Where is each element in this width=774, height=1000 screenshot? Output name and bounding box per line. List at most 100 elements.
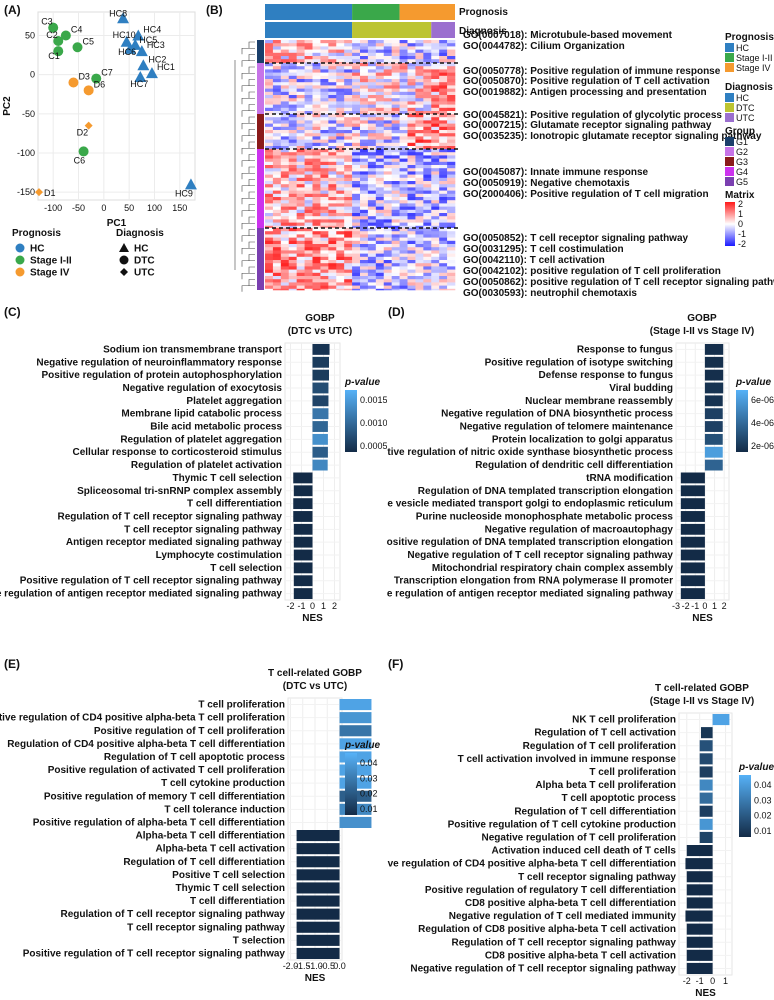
heatmap-cell [304, 193, 313, 198]
heatmap-cell [344, 133, 353, 137]
nes-bar [680, 523, 705, 535]
heatmap-cell [439, 46, 448, 50]
heatmap-cell [360, 136, 369, 140]
heatmap-cell [407, 98, 416, 102]
heatmap-cell [320, 190, 329, 195]
heatmap-cell [431, 155, 440, 159]
panel-label-a: (A) [4, 3, 21, 17]
heatmap-cell [399, 133, 408, 137]
heatmap-cell [447, 43, 456, 47]
heatmap-cell [288, 123, 297, 128]
dendrogram-branch [248, 166, 255, 173]
heatmap-cell [447, 126, 456, 131]
heatmap-cell [352, 72, 361, 77]
heatmap-cell [328, 228, 337, 232]
heatmap-cell [288, 155, 297, 159]
dendrogram-branch [248, 241, 255, 248]
category-label: Platelet aggregation [186, 396, 282, 407]
heatmap-cell [439, 136, 448, 140]
heatmap-cell [391, 203, 400, 207]
heatmap-cell [352, 120, 361, 124]
heatmap-cell [383, 158, 392, 163]
heatmap-cell [352, 276, 361, 280]
x-tick-label: -1.0 [307, 961, 323, 971]
x-axis-label: NES [302, 613, 323, 624]
heatmap-cell [352, 152, 361, 156]
x-axis-label: NES [692, 613, 713, 624]
point-label: C6 [74, 155, 86, 165]
chart-title: T cell-related GOBP [655, 683, 749, 694]
heatmap-cell [439, 107, 448, 112]
nes-bar [293, 511, 313, 522]
heatmap-cell [447, 59, 456, 63]
heatmap-cell [431, 165, 440, 169]
heatmap-cell [352, 187, 361, 191]
category-label: Regulation of T cell receptor signaling … [58, 511, 283, 522]
heatmap-cell [367, 52, 377, 57]
heatmap-cell [265, 49, 274, 54]
heatmap-cell [320, 126, 329, 131]
heatmap-cell [288, 59, 297, 63]
heatmap-cell [304, 187, 313, 191]
heatmap-cell [280, 209, 290, 214]
heatmap-cell [280, 272, 290, 277]
heatmap-cell [431, 75, 440, 80]
nes-bar [339, 699, 372, 711]
heatmap-cell [407, 149, 416, 153]
heatmap-cell [304, 149, 313, 153]
heatmap-cell [328, 203, 337, 207]
heatmap-cell [367, 216, 377, 220]
heatmap-cell [344, 158, 353, 163]
heatmap-cell [383, 136, 392, 140]
heatmap-cell [415, 263, 424, 267]
point-label: HC1 [157, 62, 175, 72]
heatmap-cell [415, 155, 424, 159]
heatmap-cell [391, 62, 400, 64]
heatmap-cell [272, 206, 282, 211]
heatmap-cell [415, 219, 424, 223]
heatmap-cell [304, 247, 313, 251]
heatmap-cell [272, 75, 282, 80]
heatmap-cell [439, 187, 448, 191]
heatmap-cell [375, 181, 385, 185]
heatmap-cell [447, 253, 456, 258]
heatmap-cell [265, 209, 274, 214]
point-label: D1 [44, 188, 56, 198]
heatmap-cell [304, 107, 313, 112]
heatmap-cell [391, 285, 400, 290]
heatmap-cell [272, 79, 282, 83]
heatmap-cell [360, 247, 369, 251]
heatmap-cell [375, 269, 385, 274]
heatmap-cell [320, 187, 329, 191]
heatmap-cell [431, 69, 440, 73]
heatmap-cell [439, 52, 448, 57]
nes-bar [699, 766, 713, 778]
heatmap-cell [288, 126, 297, 131]
category-label: Positive regulation of DNA templated tra… [387, 537, 673, 548]
heatmap-cell [344, 285, 353, 290]
heatmap-cell [367, 158, 377, 163]
heatmap-cell [431, 193, 440, 198]
heatmap-cell [336, 117, 345, 121]
heatmap-cell [280, 165, 290, 169]
heatmap-cell [312, 184, 321, 188]
heatmap-cell [415, 98, 424, 102]
heatmap-cell [272, 95, 282, 99]
go-term-label: GO(0007018): Microtubule-based movement [463, 30, 673, 41]
heatmap-cell [336, 149, 345, 153]
dendrogram-branch [248, 216, 255, 223]
heatmap-cell [367, 56, 377, 60]
heatmap-cell [423, 171, 432, 175]
heatmap-cell [288, 85, 297, 89]
heatmap-cell [304, 59, 313, 63]
heatmap-cell [304, 114, 313, 118]
heatmap-cell [288, 200, 297, 204]
group-annotation [257, 63, 264, 114]
heatmap-cell [312, 142, 321, 147]
dendrogram-branch [248, 79, 255, 86]
heatmap-cell [328, 123, 337, 128]
heatmap-cell [407, 260, 416, 264]
heatmap-cell [431, 142, 440, 147]
heatmap-cell [336, 276, 345, 280]
heatmap-cell [272, 213, 282, 217]
